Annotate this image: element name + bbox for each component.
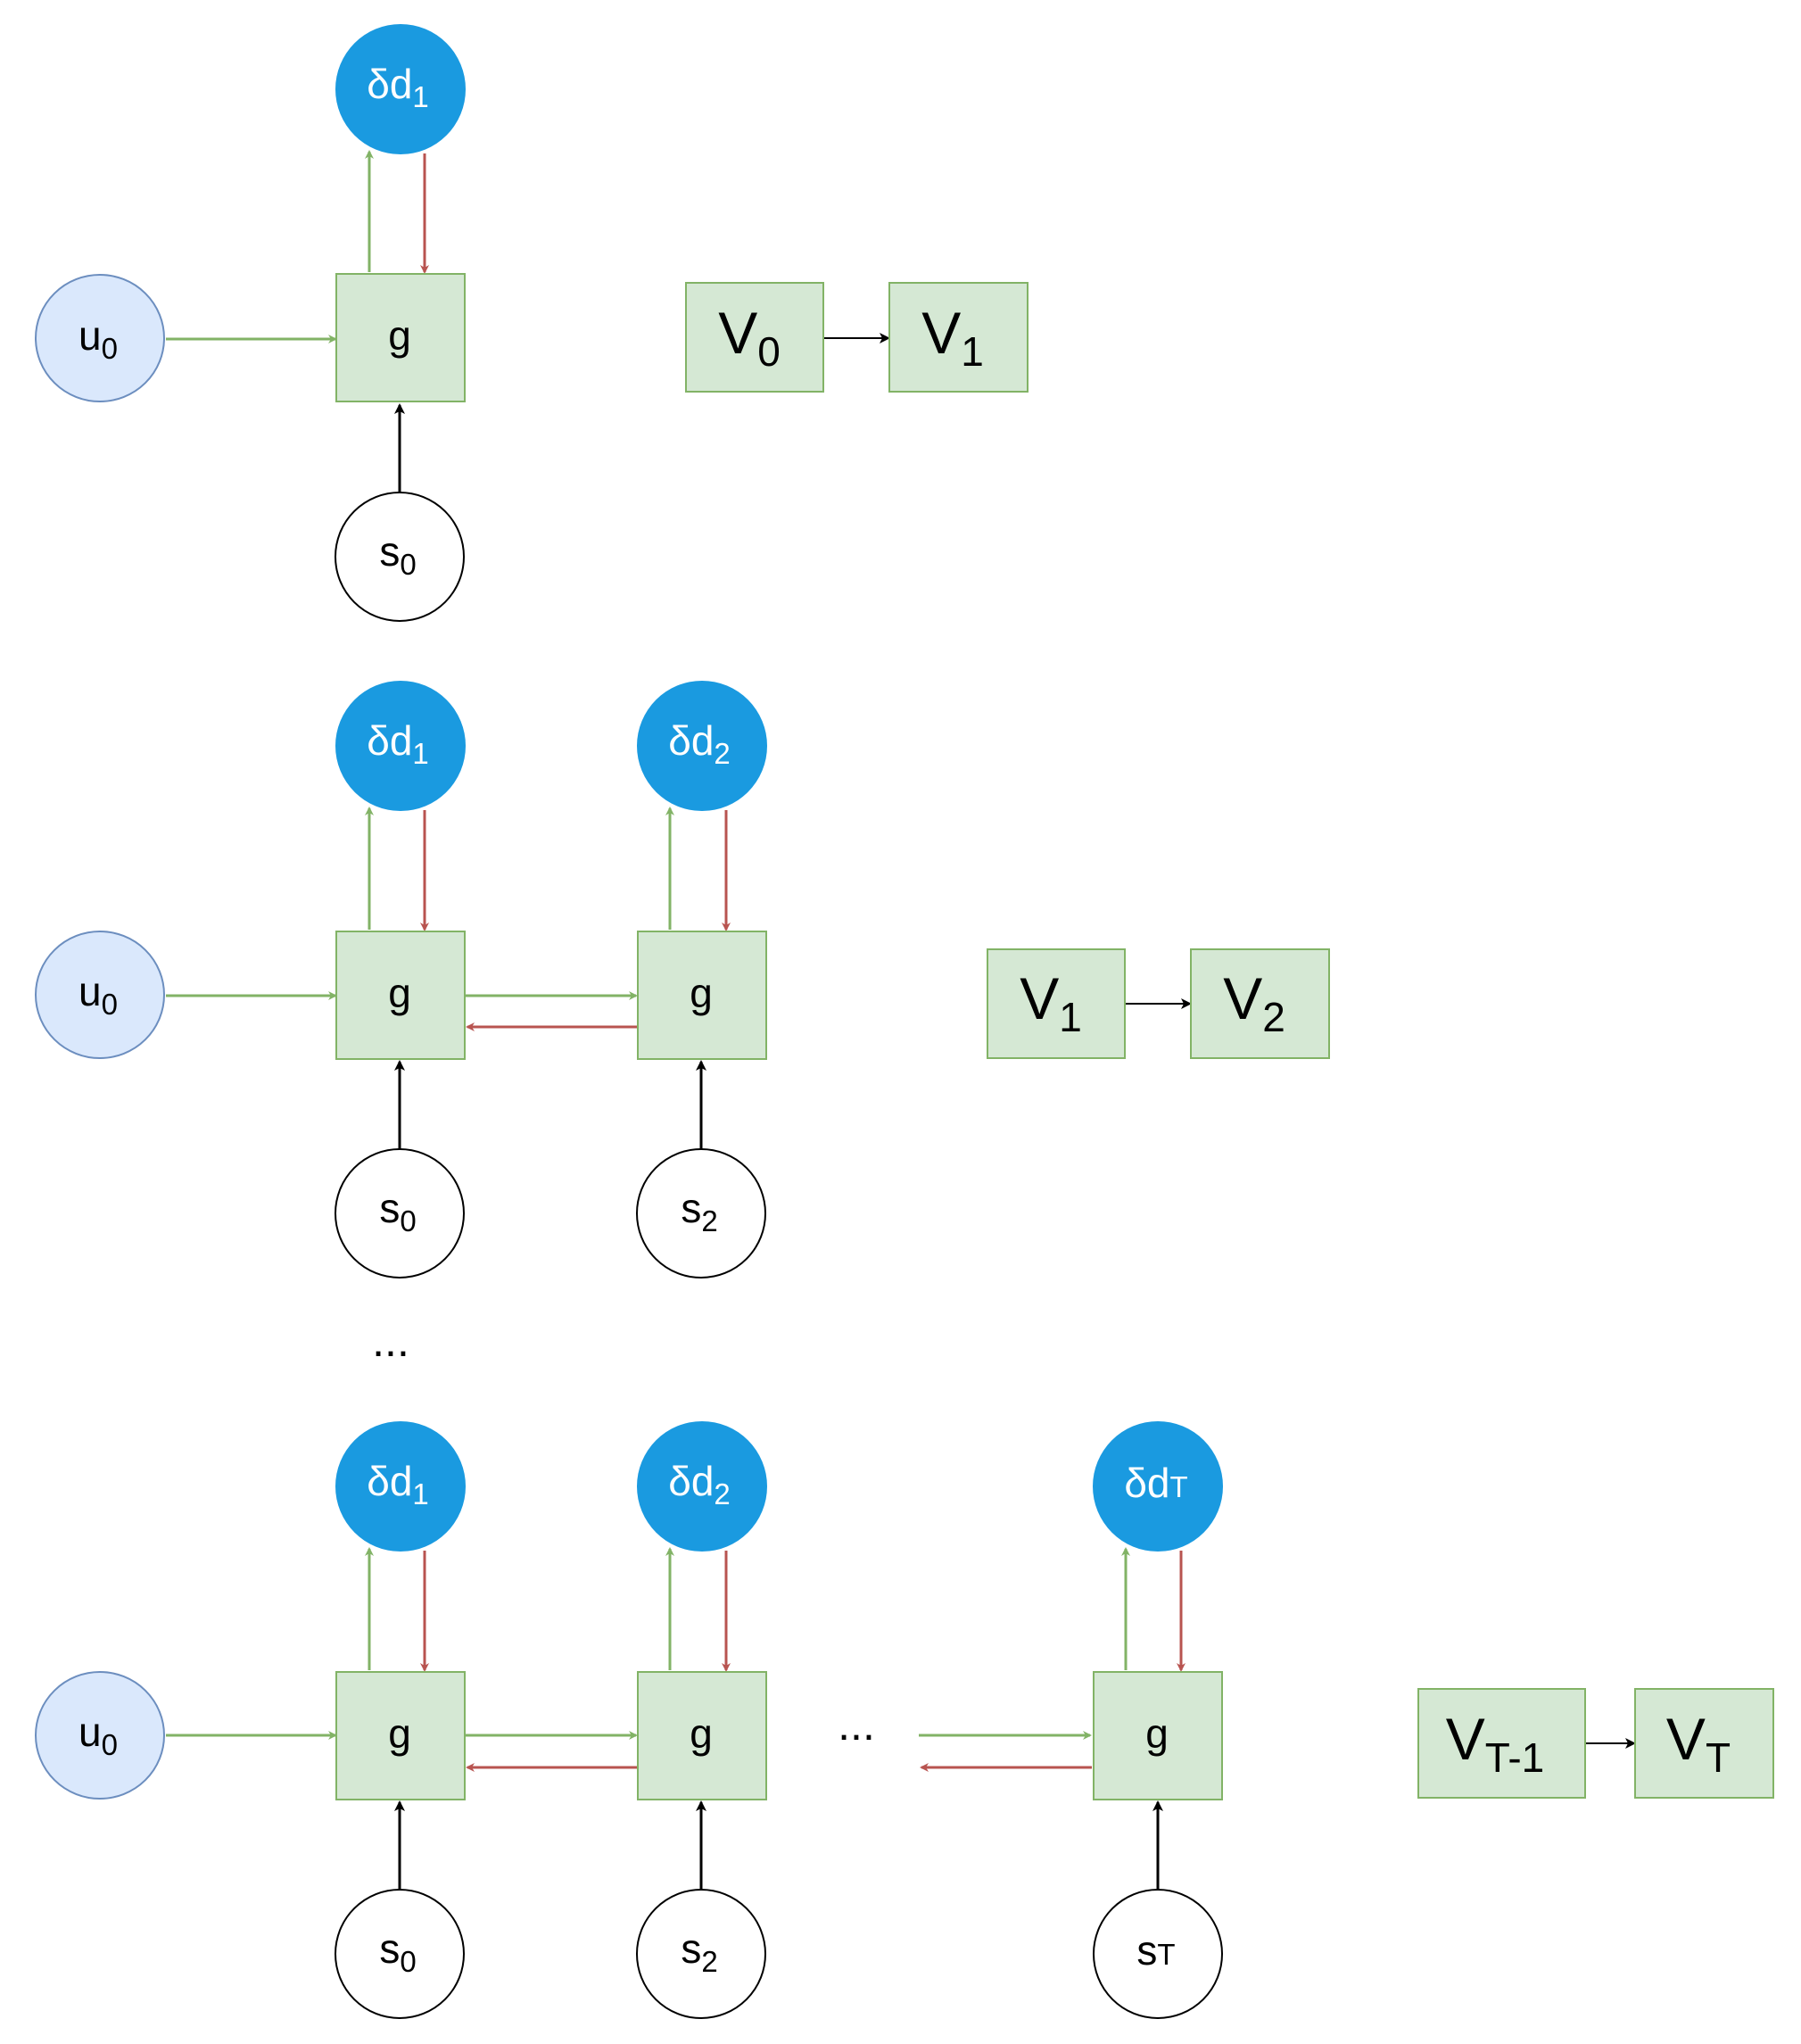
row-3: ... g g g u0 δd1 δd2 δdT s0 s2 sT VT-1 V… bbox=[35, 1421, 1774, 2019]
delta-d1-label: δd1 bbox=[367, 61, 429, 113]
delta-d1-label: δd1 bbox=[367, 717, 429, 770]
s0-node bbox=[335, 1148, 465, 1279]
v1-label: V1 bbox=[921, 300, 984, 375]
g-box-2 bbox=[637, 1671, 767, 1800]
v1-label: V1 bbox=[1020, 965, 1082, 1040]
sT-node bbox=[1093, 1889, 1223, 2019]
row-1: g u0 δd1 s0 V0 V1 bbox=[35, 24, 1029, 622]
delta-d1-label: δd1 bbox=[367, 1458, 429, 1510]
s2-node bbox=[636, 1889, 766, 2019]
v0-box bbox=[685, 282, 824, 393]
vT-label: VT bbox=[1666, 1706, 1731, 1781]
vTm1-box bbox=[1417, 1688, 1586, 1799]
g-box-T bbox=[1093, 1671, 1223, 1800]
delta-d2-node bbox=[637, 1421, 767, 1552]
delta-d2-label: δd2 bbox=[668, 717, 731, 770]
s0-label: s0 bbox=[379, 528, 416, 581]
s0-label: s0 bbox=[379, 1185, 416, 1237]
s2-node bbox=[636, 1148, 766, 1279]
v1-box bbox=[987, 948, 1126, 1059]
delta-d1-node bbox=[335, 24, 466, 154]
s0-node bbox=[335, 1889, 465, 2019]
v0-label: V0 bbox=[718, 300, 781, 375]
u0-label: u0 bbox=[78, 312, 118, 365]
g-box-1 bbox=[335, 1671, 466, 1800]
g-label-1: g bbox=[388, 970, 411, 1016]
u0-node bbox=[35, 274, 165, 402]
v2-label: V2 bbox=[1223, 965, 1285, 1040]
s2-label: s2 bbox=[681, 1185, 717, 1237]
u0-label: u0 bbox=[78, 1709, 118, 1761]
vT-box bbox=[1634, 1688, 1774, 1799]
g-box-2 bbox=[637, 931, 767, 1060]
u0-label: u0 bbox=[78, 968, 118, 1021]
g-label-T: g bbox=[1145, 1710, 1169, 1757]
delta-d1-node bbox=[335, 1421, 466, 1552]
u0-node bbox=[35, 1671, 165, 1800]
delta-d1-node bbox=[335, 681, 466, 811]
delta-d2-label: δd2 bbox=[668, 1458, 731, 1510]
g-box-1 bbox=[335, 931, 466, 1060]
chain-ellipsis: ... bbox=[838, 1700, 875, 1750]
s0-label: s0 bbox=[379, 1925, 416, 1978]
v1-box bbox=[888, 282, 1029, 393]
v2-box bbox=[1190, 948, 1330, 1059]
row-2: g g u0 δd1 δd2 s0 s2 V1 V2 bbox=[35, 681, 1330, 1279]
g-label-2: g bbox=[690, 1710, 713, 1757]
delta-d2-node bbox=[637, 681, 767, 811]
g-label-2: g bbox=[690, 970, 713, 1016]
vTm1-label: VT-1 bbox=[1446, 1706, 1545, 1781]
g-label-1: g bbox=[388, 1710, 411, 1757]
g-label: g bbox=[388, 312, 411, 359]
row-ellipsis: ... bbox=[372, 1316, 409, 1366]
sT-label: sT bbox=[1136, 1927, 1175, 1974]
s0-node bbox=[335, 492, 465, 622]
u0-node bbox=[35, 931, 165, 1059]
delta-dT-label: δdT bbox=[1124, 1460, 1187, 1506]
s2-label: s2 bbox=[681, 1925, 717, 1978]
g-box bbox=[335, 273, 466, 402]
delta-dT-node bbox=[1093, 1421, 1223, 1552]
